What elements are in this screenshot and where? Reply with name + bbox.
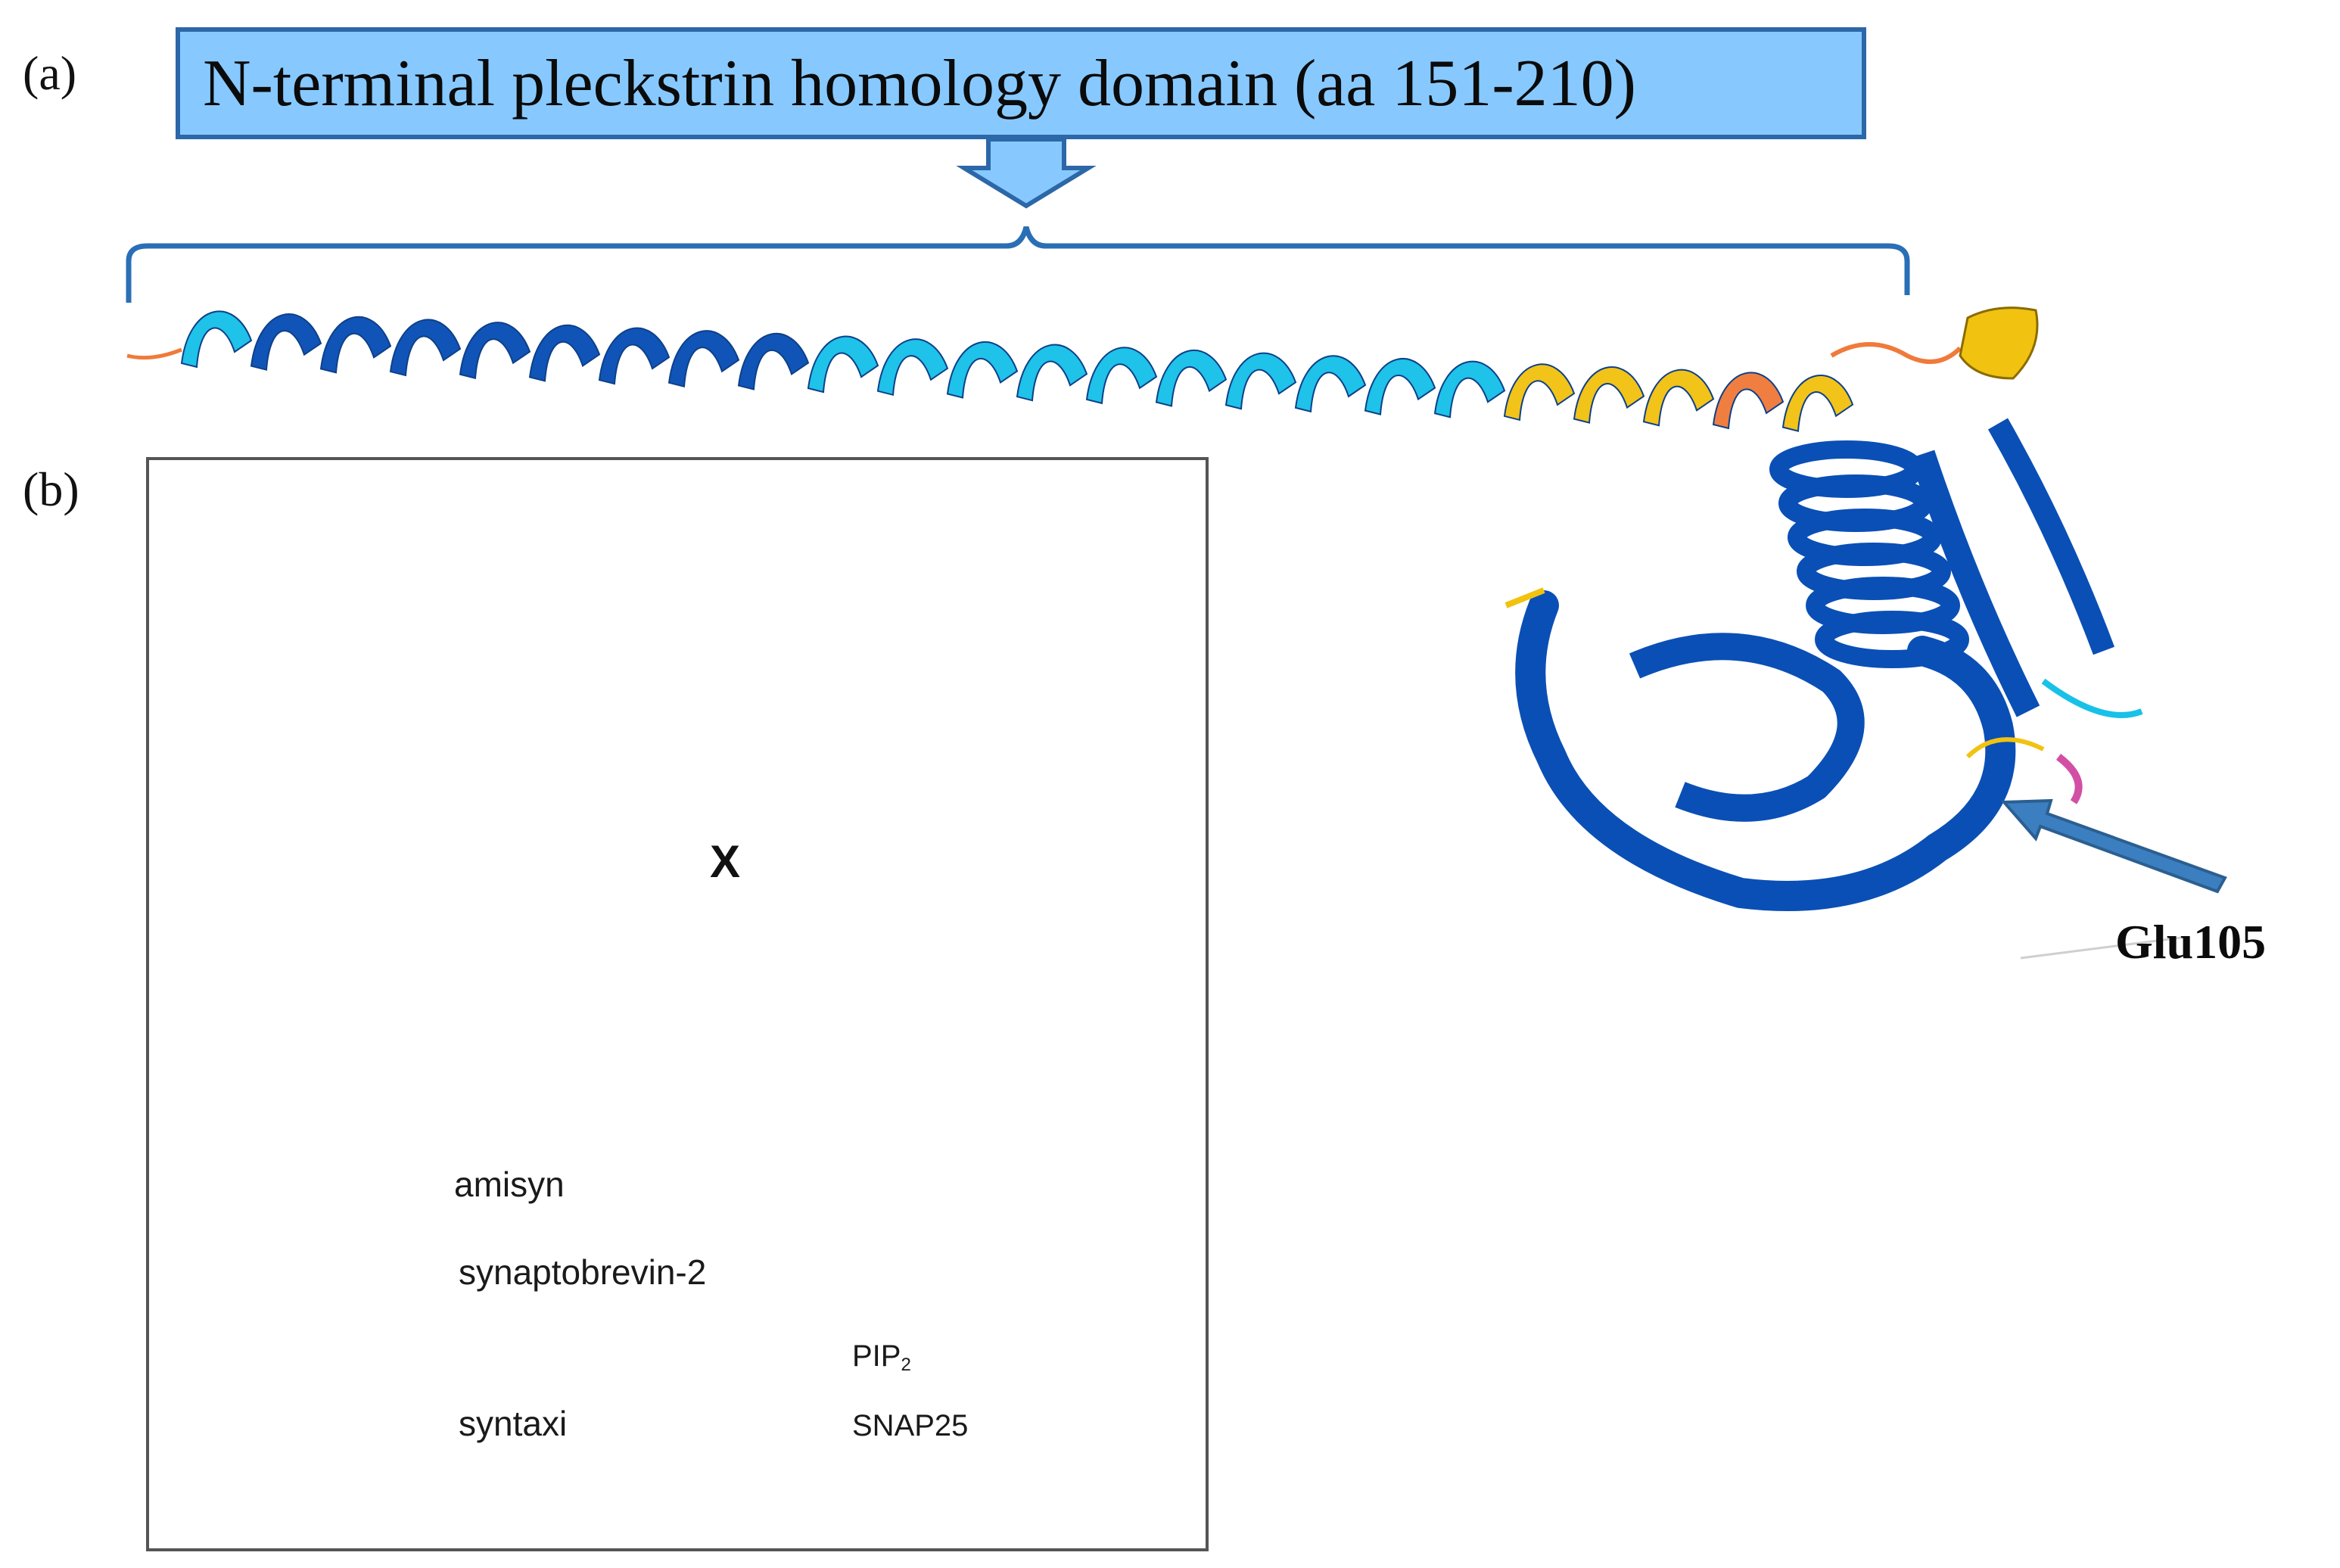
legend-snap25-label: SNAP25 <box>852 1409 969 1442</box>
legend-pip2-main: PIP <box>852 1339 901 1373</box>
beta-strand-right <box>1909 450 2040 717</box>
callout-title: N-terminal pleckstrin homology domain (a… <box>203 47 1636 120</box>
helix-turn <box>1016 344 1088 402</box>
helix-turn <box>946 341 1019 399</box>
helix-turn <box>1294 355 1367 413</box>
helix-turn <box>667 330 740 388</box>
blocked-interaction-mark: X <box>710 836 741 887</box>
helix-c-terminal-linker <box>1830 342 1962 364</box>
helix-turn <box>1433 360 1506 418</box>
helix-turn <box>1224 352 1297 410</box>
helix-turn <box>876 338 949 397</box>
loop-magenta <box>2055 754 2083 804</box>
helix-turn <box>737 333 810 390</box>
helix-turn <box>598 327 671 385</box>
helix-turn <box>180 310 253 369</box>
panel-label-b: (b) <box>23 462 79 516</box>
helix-turn <box>389 319 462 377</box>
n-terminal-stub <box>1505 587 1545 608</box>
alpha-helix-ribbon <box>126 306 2039 432</box>
beta-sheet-lower <box>1515 590 2016 911</box>
helix-turn <box>1573 366 1645 424</box>
helix-turn <box>1364 358 1436 415</box>
panel-b-frame <box>146 457 1209 1551</box>
helix-turn <box>1781 375 1854 432</box>
helix-turn <box>250 313 322 371</box>
glu105-arrow <box>2000 798 2227 960</box>
loop-cyan <box>2041 678 2143 718</box>
legend-syntaxin-label: syntaxi <box>459 1404 568 1443</box>
helix-turn <box>319 316 392 374</box>
legend-pip2-label: PIP2 <box>852 1339 911 1376</box>
callout-box: N-terminal pleckstrin homology domain (a… <box>176 27 1866 139</box>
residue-label: Glu105 <box>2115 915 2267 969</box>
helix-turn <box>1503 363 1576 422</box>
helix-turn <box>528 325 601 382</box>
panel-label-a: (a) <box>23 46 77 100</box>
legend-pip2-subscript: 2 <box>901 1355 911 1375</box>
callout-down-arrow <box>956 137 1097 209</box>
callout-bracket <box>126 137 1910 303</box>
beta-strand-middle <box>1629 633 1865 822</box>
loop-yellow <box>1965 737 2045 759</box>
beta-strand-far-right <box>1987 418 2115 655</box>
pleckstrin-homology-domain-structure <box>1505 418 2143 911</box>
helix-turn <box>1712 372 1785 430</box>
legend-amisyn-label: amisyn <box>454 1165 565 1204</box>
legend-synaptobrevin-label: synaptobrevin-2 <box>459 1252 707 1292</box>
helix-turn <box>807 335 879 394</box>
helix-turn <box>1642 369 1715 427</box>
domain-bracket <box>126 226 1910 303</box>
helix-n-terminal-tail <box>126 347 182 360</box>
helix-turn <box>459 322 531 379</box>
helix-loop-yellow <box>1959 306 2039 380</box>
helix-turn <box>1085 347 1158 405</box>
helix-turn <box>1155 350 1228 407</box>
alpha-helix-coil <box>1815 611 1969 668</box>
